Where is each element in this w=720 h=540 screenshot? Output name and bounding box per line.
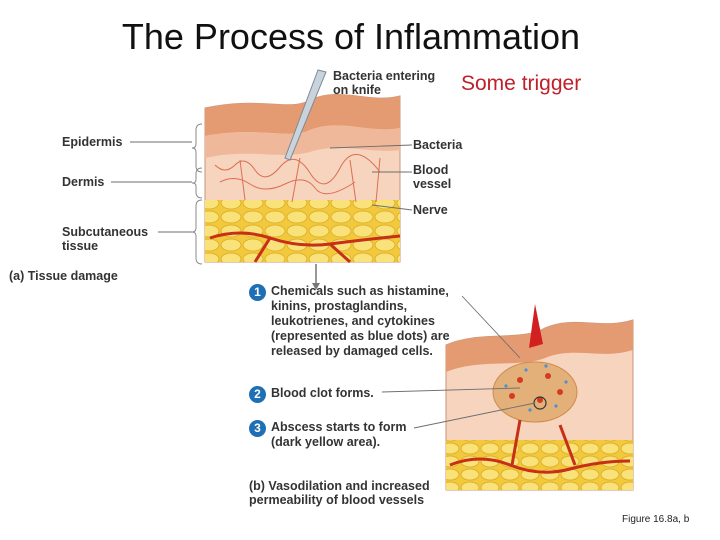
label-bacteria: Bacteria	[413, 138, 463, 152]
label-epidermis: Epidermis	[62, 135, 123, 149]
step-1-text: Chemicals such as histamine, kinins, pro…	[271, 284, 450, 358]
slide-title: The Process of Inflammation	[121, 16, 581, 57]
step-3-number: 3	[249, 420, 266, 437]
caption-a: (a) Tissue damage	[9, 269, 118, 283]
label-dermis: Dermis	[62, 175, 105, 189]
step-3-text: Abscess starts to form (dark yellow area…	[271, 420, 407, 449]
caption-b: (b) Vasodilation and increased permeabil…	[249, 479, 430, 507]
figure-reference: Figure 16.8a, b	[622, 514, 690, 525]
skin-block-a	[204, 69, 401, 264]
skin-block-b	[445, 304, 634, 491]
label-nerve: Nerve	[413, 203, 448, 217]
label-subcutaneous: Subcutaneous tissue	[62, 225, 149, 253]
step-2-text: Blood clot forms.	[271, 386, 374, 400]
label-blood-vessel: Blood vessel	[413, 163, 452, 191]
trigger-note: Some trigger	[461, 72, 582, 95]
label-bacteria-knife: Bacteria entering on knife	[333, 69, 436, 97]
step-2-number: 2	[249, 386, 266, 403]
step-1-number: 1	[249, 284, 266, 301]
